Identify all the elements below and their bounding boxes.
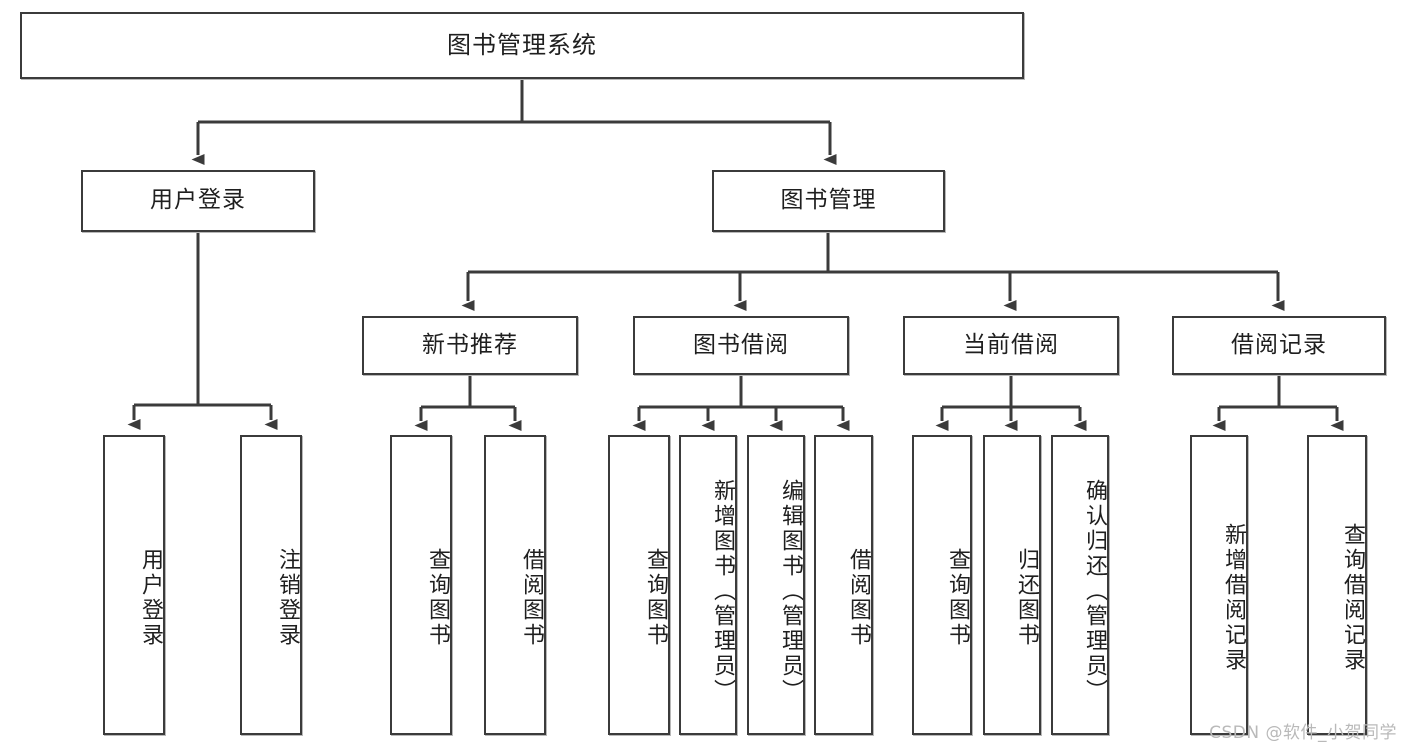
node-label: 新增图书（管理员） — [710, 478, 735, 704]
node-leaf-query-book-3[interactable]: 查询图书 — [912, 435, 972, 735]
node-label: 图书管理系统 — [447, 31, 597, 60]
node-label: 查询图书 — [643, 548, 668, 648]
node-leaf-confirm-return[interactable]: 确认归还（管理员） — [1051, 435, 1109, 735]
node-leaf-borrow-book-2[interactable]: 借阅图书 — [814, 435, 873, 735]
node-borrow-record[interactable]: 借阅记录 — [1172, 316, 1386, 375]
node-label: 用户登录 — [150, 187, 246, 214]
node-leaf-query-book-2[interactable]: 查询图书 — [608, 435, 670, 735]
node-leaf-user-login[interactable]: 用户登录 — [103, 435, 165, 735]
node-label: 新增借阅记录 — [1221, 523, 1246, 673]
node-label: 编辑图书（管理员） — [778, 478, 803, 704]
node-label: 图书借阅 — [693, 331, 789, 358]
node-user-login[interactable]: 用户登录 — [81, 170, 315, 232]
node-book-manage[interactable]: 图书管理 — [712, 170, 945, 232]
node-leaf-logout[interactable]: 注销登录 — [240, 435, 302, 735]
node-label: 用户登录 — [138, 548, 163, 648]
node-label: 图书管理 — [780, 187, 877, 214]
node-leaf-add-book[interactable]: 新增图书（管理员） — [679, 435, 737, 735]
node-label: 借阅图书 — [519, 548, 544, 648]
node-leaf-query-book-1[interactable]: 查询图书 — [390, 435, 452, 735]
csdn-watermark: CSDN @软件_小贺同学 — [1209, 723, 1397, 743]
node-label: 注销登录 — [275, 548, 300, 648]
node-label: 查询借阅记录 — [1340, 523, 1365, 673]
node-label: 借阅记录 — [1231, 331, 1327, 358]
node-root-system[interactable]: 图书管理系统 — [20, 12, 1024, 79]
node-label: 当前借阅 — [963, 331, 1059, 358]
node-label: 查询图书 — [945, 548, 970, 648]
node-book-borrow[interactable]: 图书借阅 — [633, 316, 849, 375]
node-new-book-rec[interactable]: 新书推荐 — [362, 316, 578, 375]
node-leaf-edit-book[interactable]: 编辑图书（管理员） — [747, 435, 805, 735]
node-label: 确认归还（管理员） — [1082, 478, 1107, 704]
node-label: 归还图书 — [1014, 548, 1039, 648]
node-leaf-return-book[interactable]: 归还图书 — [983, 435, 1041, 735]
node-leaf-add-record[interactable]: 新增借阅记录 — [1190, 435, 1248, 735]
node-label: 查询图书 — [425, 548, 450, 648]
node-label: 新书推荐 — [422, 331, 518, 358]
node-label: 借阅图书 — [846, 548, 871, 648]
node-current-borrow[interactable]: 当前借阅 — [903, 316, 1119, 375]
node-leaf-query-record[interactable]: 查询借阅记录 — [1307, 435, 1367, 735]
node-leaf-borrow-book-1[interactable]: 借阅图书 — [484, 435, 546, 735]
